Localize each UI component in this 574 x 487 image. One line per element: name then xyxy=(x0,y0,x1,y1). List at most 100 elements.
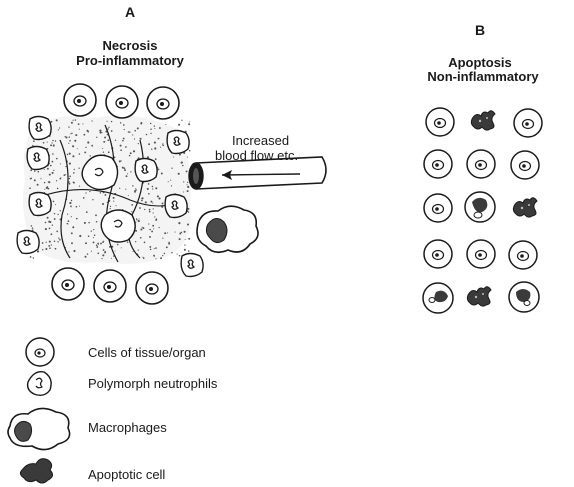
legend-label-tissue-cells: Cells of tissue/organ xyxy=(88,345,206,360)
stipple-dot xyxy=(148,223,149,224)
stipple-dot xyxy=(152,188,153,189)
stipple-dot xyxy=(183,191,184,192)
stipple-dot xyxy=(47,142,48,143)
stipple-dot xyxy=(46,242,47,243)
stipple-dot xyxy=(163,145,164,146)
stipple-dot xyxy=(86,211,88,213)
stipple-dot xyxy=(100,192,101,193)
stipple-dot xyxy=(60,177,61,178)
stipple-dot xyxy=(93,241,95,243)
macrophage-icon xyxy=(8,408,70,449)
stipple-dot xyxy=(76,206,78,208)
stipple-dot xyxy=(93,229,94,230)
stipple-dot xyxy=(113,201,114,202)
stipple-dot xyxy=(101,258,102,259)
stipple-dot xyxy=(157,195,159,197)
stipple-dot xyxy=(171,252,172,253)
neutrophil-icon xyxy=(28,372,52,396)
macrophage xyxy=(197,206,258,252)
stipple-dot xyxy=(71,216,72,217)
phagocytosing-cell xyxy=(509,282,539,312)
stipple-dot xyxy=(65,136,67,138)
stipple-dot xyxy=(120,122,121,123)
stipple-dot xyxy=(42,242,44,244)
stipple-dot xyxy=(71,122,73,124)
stipple-dot xyxy=(140,228,142,230)
tissue-cell xyxy=(424,194,452,222)
stipple-dot xyxy=(133,150,135,152)
stipple-dot xyxy=(149,229,151,231)
stipple-dot xyxy=(155,247,157,249)
stipple-dot xyxy=(182,165,184,167)
stipple-dot xyxy=(160,147,161,148)
stipple-dot xyxy=(150,123,151,124)
stipple-dot xyxy=(96,244,98,246)
stipple-dot xyxy=(140,237,142,239)
stipple-dot xyxy=(85,256,87,258)
stipple-dot xyxy=(69,153,71,155)
stipple-dot xyxy=(91,120,92,121)
stipple-dot xyxy=(87,141,89,143)
stipple-dot xyxy=(164,253,165,254)
stipple-dot xyxy=(65,174,66,175)
stipple-dot xyxy=(84,151,86,153)
stipple-dot xyxy=(58,129,59,130)
stipple-dot xyxy=(121,160,122,161)
stipple-dot xyxy=(33,257,34,258)
stipple-dot xyxy=(38,171,40,173)
stipple-dot xyxy=(184,244,185,245)
stipple-dot xyxy=(71,232,73,234)
stipple-dot xyxy=(151,148,152,149)
stipple-dot xyxy=(94,235,96,237)
tissue-cell xyxy=(424,150,452,178)
stipple-dot xyxy=(56,231,58,233)
stipple-dot xyxy=(40,178,41,179)
stipple-dot xyxy=(44,189,45,190)
neutrophil xyxy=(29,117,51,140)
apoptotic-cell xyxy=(513,198,537,217)
stipple-dot xyxy=(72,226,74,228)
stipple-dot xyxy=(103,152,104,153)
stipple-dot xyxy=(153,212,154,213)
stipple-dot xyxy=(68,143,69,144)
stipple-dot xyxy=(177,254,178,255)
stipple-dot xyxy=(47,217,49,219)
stipple-dot xyxy=(145,201,147,203)
stipple-dot xyxy=(130,152,132,154)
stipple-dot xyxy=(115,251,116,252)
apoptotic-cell xyxy=(471,111,495,130)
stipple-dot xyxy=(72,155,74,157)
stipple-dot xyxy=(75,134,77,136)
stipple-dot xyxy=(179,255,180,256)
stipple-dot xyxy=(120,149,122,151)
stipple-dot xyxy=(79,153,81,155)
stipple-dot xyxy=(168,181,169,182)
stipple-dot xyxy=(93,237,94,238)
stipple-dot xyxy=(187,186,189,188)
stipple-dot xyxy=(100,131,102,133)
stipple-dot xyxy=(154,147,156,149)
stipple-dot xyxy=(51,233,53,235)
neutrophil xyxy=(17,231,39,254)
stipple-dot xyxy=(73,120,74,121)
stipple-dot xyxy=(183,181,184,182)
stipple-dot xyxy=(60,163,61,164)
stipple-dot xyxy=(56,180,57,181)
stipple-dot xyxy=(63,174,65,176)
tissue-cell xyxy=(511,151,539,179)
stipple-dot xyxy=(96,221,98,223)
stipple-dot xyxy=(111,258,112,259)
stipple-dot xyxy=(179,238,181,240)
tissue-cell xyxy=(424,240,452,268)
panel-b-letter: B xyxy=(460,22,500,38)
stipple-dot xyxy=(150,249,152,251)
stipple-dot xyxy=(67,214,68,215)
tissue-cell xyxy=(509,241,537,269)
panel-a-letter: A xyxy=(110,4,150,20)
stipple-dot xyxy=(162,255,163,256)
stipple-dot xyxy=(56,158,58,160)
legend-label-apoptotic-cell: Apoptotic cell xyxy=(88,467,165,482)
stipple-dot xyxy=(131,211,132,212)
stipple-dot xyxy=(144,242,146,244)
stipple-dot xyxy=(135,241,136,242)
